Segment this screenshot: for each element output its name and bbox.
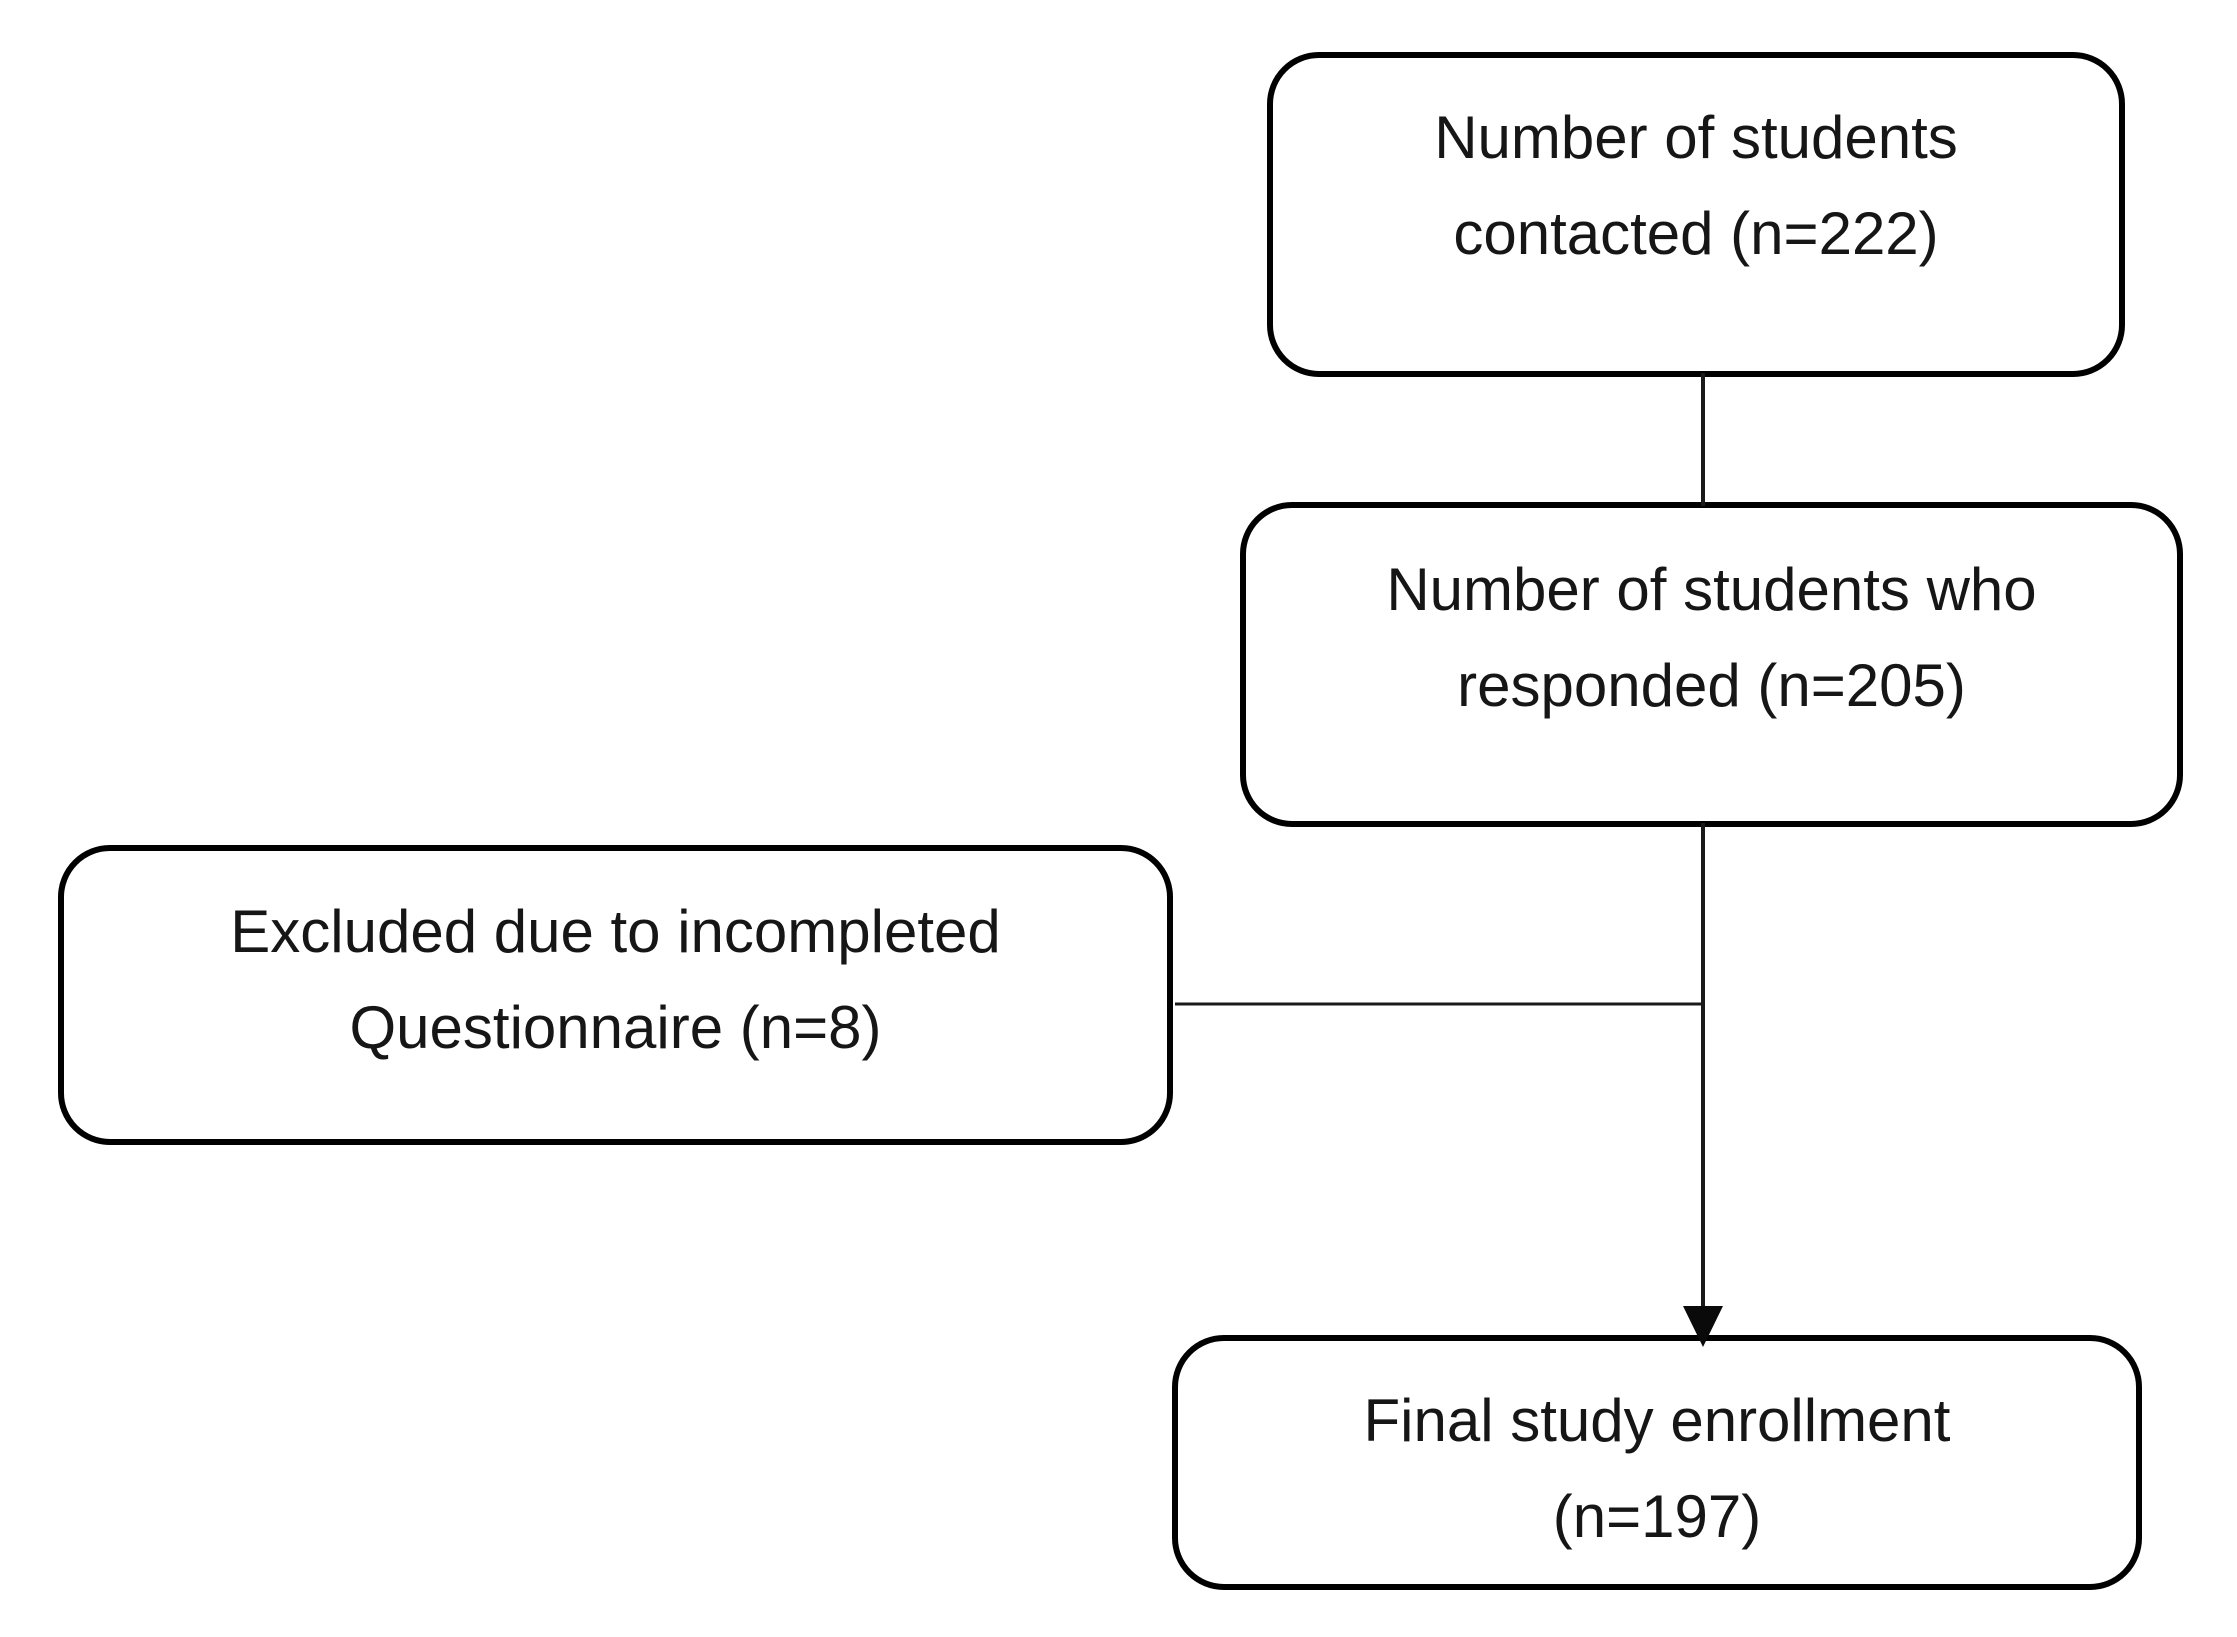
box-label-line: responded (n=205) (1457, 651, 1966, 719)
flow-box-excluded: Excluded due to incompleted Questionnair… (58, 845, 1173, 1145)
box-label: Number of students contacted (n=222) (1434, 90, 1958, 282)
box-label: Number of students who responded (n=205) (1386, 542, 2036, 734)
box-label-line: Excluded due to incompleted (230, 898, 1001, 965)
flow-box-students-responded: Number of students who responded (n=205) (1240, 502, 2183, 827)
box-label-line: Number of students who (1386, 555, 2037, 623)
box-label-line: contacted (n=222) (1453, 199, 1939, 267)
box-label: Final study enrollment (n=197) (1364, 1373, 1951, 1565)
box-label-line: Number of students (1434, 103, 1958, 171)
flow-box-students-contacted: Number of students contacted (n=222) (1267, 52, 2125, 377)
flow-box-final-enrollment: Final study enrollment (n=197) (1172, 1335, 2142, 1590)
box-label-line: Final study enrollment (1363, 1386, 1951, 1454)
box-label-line: (n=197) (1552, 1482, 1762, 1550)
box-label: Excluded due to incompleted Questionnair… (230, 884, 1001, 1076)
box-label-line: Questionnaire (n=8) (349, 994, 882, 1061)
